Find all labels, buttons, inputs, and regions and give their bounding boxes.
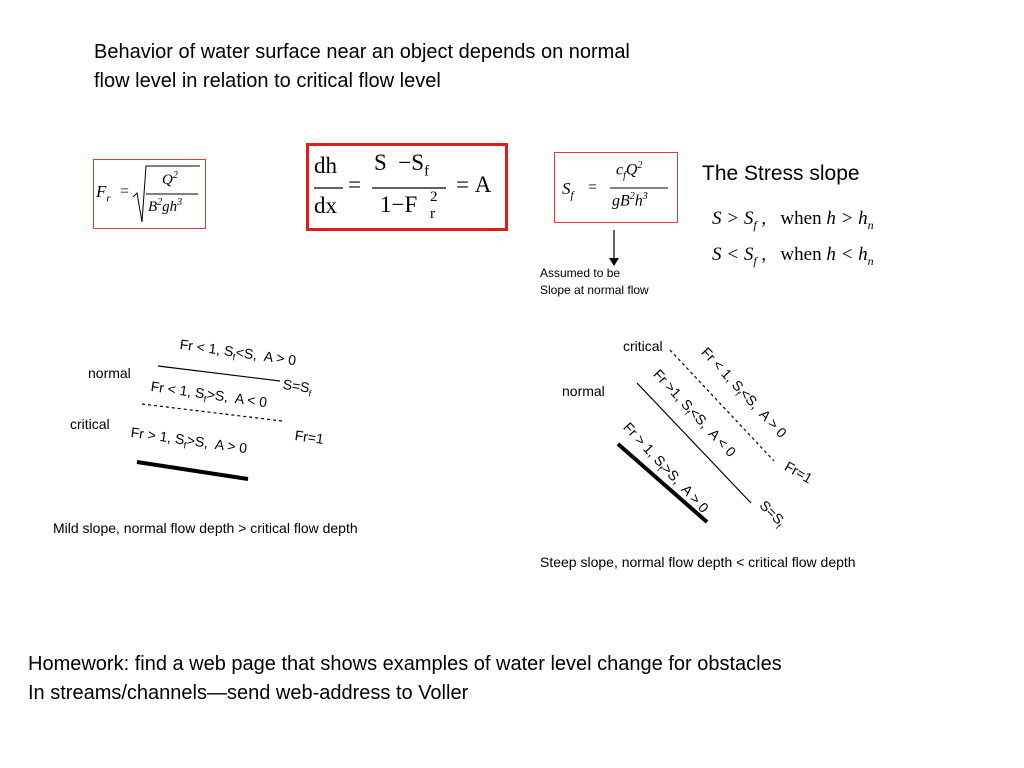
froude-equals: = (120, 183, 130, 200)
friction-equals: = (588, 179, 598, 196)
friction-formula-box (554, 152, 678, 223)
stress-condition-2: S < Sf , when h < hn (712, 244, 874, 268)
homework-text: Homework: find a web page that shows exa… (28, 650, 782, 708)
main-eq-rhs: = A (456, 172, 492, 197)
mild-label-normal: normal (88, 365, 131, 381)
steep-label-critical: critical (623, 338, 663, 354)
mild-bed-line (136, 460, 249, 481)
title-line-2: flow level in relation to critical flow … (94, 70, 441, 92)
froude-formula-box (93, 159, 206, 229)
mild-label-critical: critical (70, 416, 110, 432)
steep-caption: Steep slope, normal flow depth < critica… (540, 554, 856, 570)
friction-lhs: Sf (562, 179, 574, 202)
stress-condition-1: S > Sf , when h > hn (712, 208, 874, 232)
stress-slope-title: The Stress slope (702, 162, 860, 185)
main-eq-numerator: S −Sf (374, 150, 430, 180)
steep-critical-line (669, 349, 775, 462)
main-eq-dx: dx (314, 193, 337, 218)
steep-normal-line (636, 382, 752, 504)
friction-numerator: cfQ2 (616, 160, 643, 182)
title-line-1: Behavior of water surface near an object… (94, 41, 630, 63)
froude-numerator: Q2 (162, 170, 178, 188)
main-eq-fr-exp: 2 (430, 189, 438, 205)
mild-caption: Mild slope, normal flow depth > critical… (53, 520, 358, 536)
homework-line-1: Homework: find a web page that shows exa… (28, 653, 782, 675)
mild-normal-line (157, 365, 281, 382)
main-eq-dh: dh (314, 153, 337, 178)
homework-line-2: In streams/channels—send web-address to … (28, 682, 469, 704)
main-eq-fr-sub: r (430, 206, 435, 222)
assumed-note: Assumed to be Slope at normal flow (540, 266, 649, 297)
steep-bed-line (616, 442, 709, 524)
friction-denominator: gB2h3 (612, 191, 648, 210)
froude-lhs: Fr (96, 182, 111, 205)
steep-label-normal: normal (562, 383, 605, 399)
main-equation-box (306, 143, 508, 231)
slide-title: Behavior of water surface near an object… (94, 38, 630, 96)
main-eq-denominator: 1−F (380, 192, 418, 217)
froude-denominator: B2gh3 (148, 197, 183, 215)
main-eq-equals-1: = (348, 172, 361, 197)
